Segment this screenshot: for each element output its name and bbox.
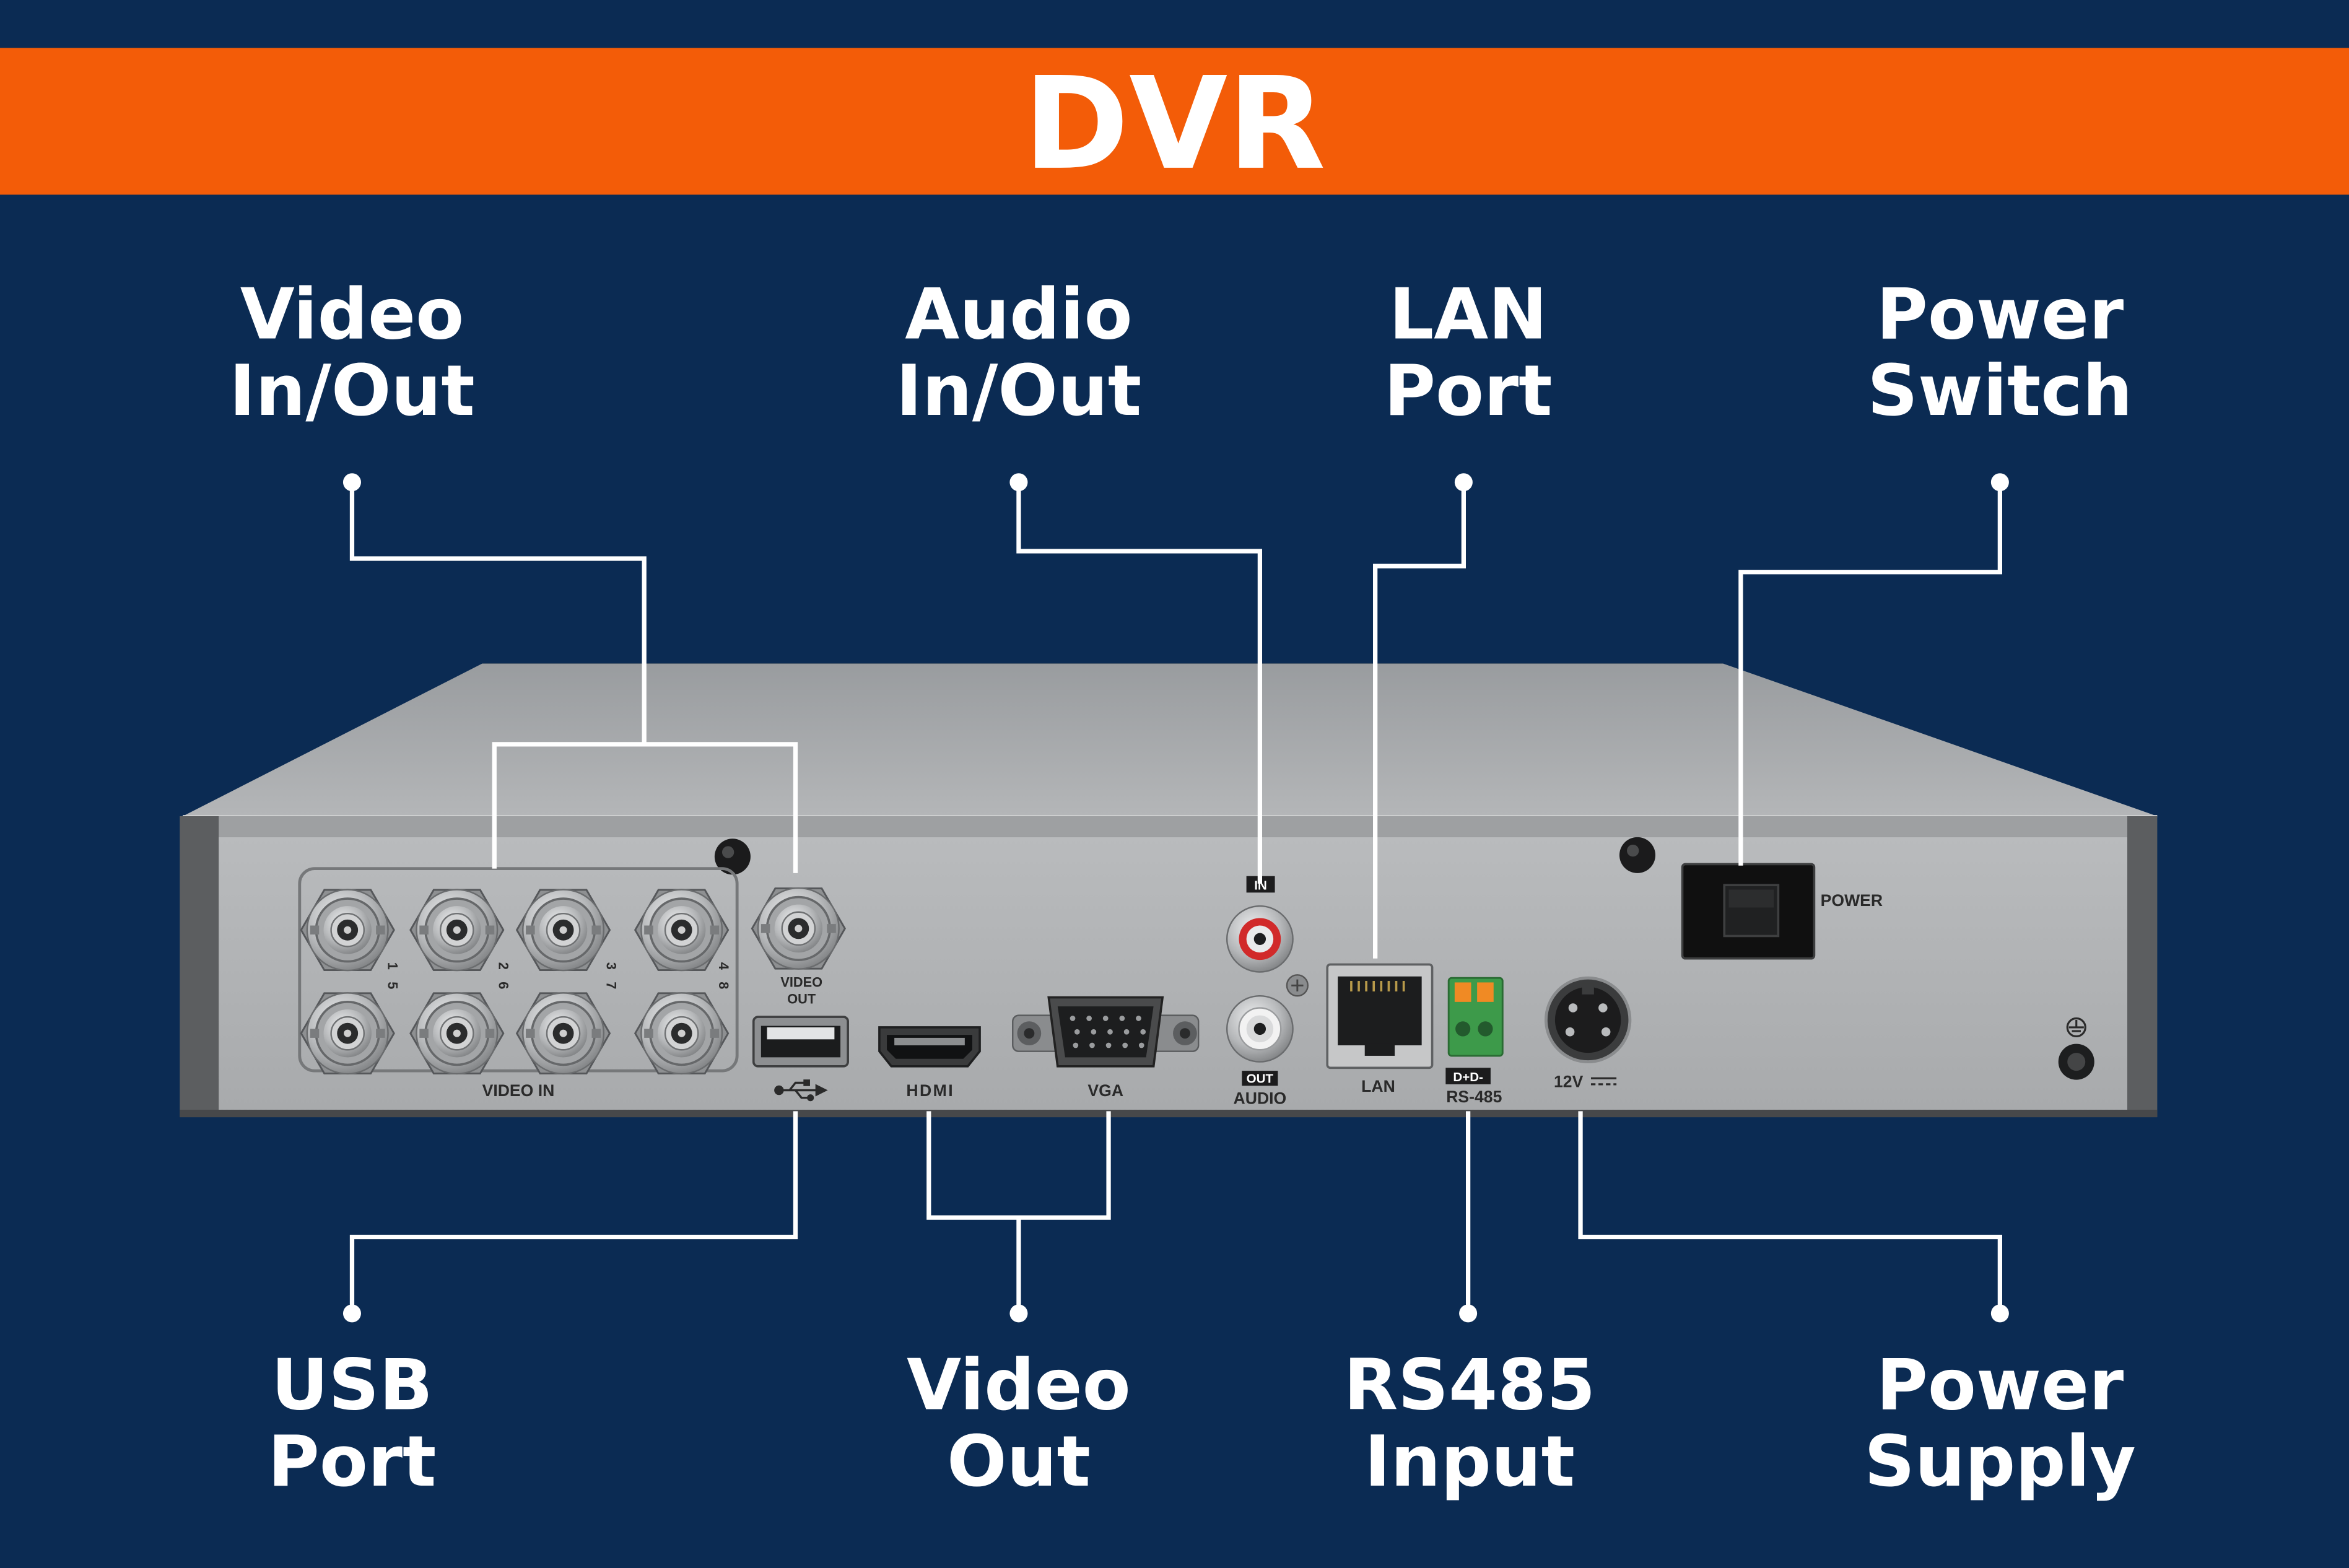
video-out-label-line2: OUT: [787, 991, 816, 1006]
channel-number: 6: [496, 982, 512, 989]
rs485-pins-label: D+D-: [1453, 1070, 1483, 1084]
lan-label: LAN: [1361, 1077, 1395, 1095]
ground-screw: [2058, 1043, 2094, 1080]
leader-usb-port: [349, 1111, 798, 1313]
callout-line2: Out: [947, 1420, 1091, 1502]
callout-line1: Power: [1876, 1344, 2124, 1426]
lan-port: [1326, 963, 1434, 1069]
device-bottom-edge: [180, 1109, 2158, 1118]
usb-symbol-icon: [774, 1079, 828, 1102]
channel-number: 7: [604, 982, 619, 989]
vga-label: VGA: [1087, 1081, 1123, 1100]
callout-line1: Power: [1876, 273, 2124, 355]
rs485-label: RS-485: [1446, 1087, 1502, 1106]
leader-lan-port: [1373, 482, 1466, 959]
rca-audio-in: [1226, 905, 1294, 973]
panel-screw-audio: [1286, 974, 1309, 997]
leader-dot: [342, 473, 361, 492]
power-label: POWER: [1821, 891, 1883, 910]
rs485-pins-label-box: [1445, 1068, 1491, 1084]
dc-power-jack: [1544, 976, 1632, 1064]
leader-dot: [1990, 1304, 2009, 1323]
leader-lines: [342, 473, 2009, 1323]
dc-symbol-icon: [1590, 1077, 1617, 1086]
leader-video-in-out: [349, 482, 798, 873]
video-out-label-line1: VIDEO: [780, 975, 822, 990]
callout-line2: Port: [1384, 349, 1553, 432]
callout-lan-port: LAN Port: [1384, 273, 1553, 432]
callout-line2: Input: [1364, 1420, 1575, 1502]
rs485-terminal: [1447, 977, 1504, 1057]
callout-rs485-input: RS485 Input: [1344, 1344, 1596, 1502]
callout-line1: LAN: [1389, 273, 1548, 355]
panel-screw-left: [714, 838, 751, 875]
callout-line2: Port: [268, 1420, 437, 1502]
leader-dot: [1009, 1304, 1028, 1323]
callout-line2: Switch: [1867, 349, 2132, 432]
leader-power-supply: [1578, 1111, 2003, 1313]
callout-line1: Video: [907, 1344, 1131, 1426]
channel-number: 1: [385, 962, 401, 970]
leader-dot: [1990, 473, 2009, 492]
callout-video-in-out: Video In/Out: [229, 273, 475, 432]
audio-out-label: OUT: [1247, 1071, 1274, 1086]
dc-in-label: 12V: [1554, 1073, 1584, 1091]
callout-power-supply: Power Supply: [1864, 1344, 2136, 1502]
callout-line2: In/Out: [896, 349, 1142, 432]
callout-video-out: Video Out: [907, 1344, 1131, 1502]
page-title: DVR: [1023, 50, 1325, 198]
ground-symbol-icon: [2066, 1017, 2086, 1038]
channel-number: 2: [496, 962, 512, 970]
audio-label: AUDIO: [1234, 1089, 1287, 1107]
callout-line1: Video: [240, 273, 464, 355]
leader-dot: [1454, 473, 1473, 492]
panel-screw-right: [1619, 837, 1656, 873]
callout-usb-port: USB Port: [268, 1344, 437, 1502]
video-in-label: VIDEO IN: [482, 1081, 555, 1100]
title-banner: [0, 48, 2349, 195]
callout-line2: Supply: [1864, 1420, 2136, 1502]
callout-line2: In/Out: [229, 349, 475, 432]
leader-dot: [342, 1304, 361, 1323]
video-in-frame: [298, 867, 739, 1073]
callout-power-switch: Power Switch: [1867, 273, 2132, 432]
dvr-device: 1 5 2 6 3 7 4 8 VIDEO IN VIDEO OUT: [180, 663, 2158, 1118]
hdmi-port: [878, 1026, 981, 1068]
channel-number: 5: [385, 982, 401, 989]
leader-audio-in-out: [1016, 482, 1263, 884]
device-top-lip: [219, 816, 2127, 837]
rca-audio-out: [1226, 995, 1294, 1063]
hdmi-label: HDMI: [906, 1081, 954, 1100]
audio-out-label-box: [1242, 1071, 1278, 1086]
leader-dot: [1459, 1304, 1478, 1323]
callout-line1: Audio: [905, 273, 1132, 355]
leader-power-switch: [1738, 482, 2003, 866]
leader-video-out: [926, 1111, 1111, 1313]
power-switch: [1681, 863, 1816, 960]
device-top-surface: [183, 663, 2158, 816]
callout-audio-in-out: Audio In/Out: [896, 273, 1142, 432]
leader-dot: [1009, 473, 1028, 492]
channel-number: 8: [716, 982, 731, 989]
usb-port: [752, 1016, 849, 1068]
channel-number: 4: [716, 962, 731, 970]
channel-number: 3: [604, 962, 619, 970]
vga-port: [1012, 996, 1200, 1068]
callout-line1: USB: [271, 1344, 433, 1426]
callout-line1: RS485: [1344, 1344, 1596, 1426]
audio-in-label: IN: [1254, 878, 1267, 892]
